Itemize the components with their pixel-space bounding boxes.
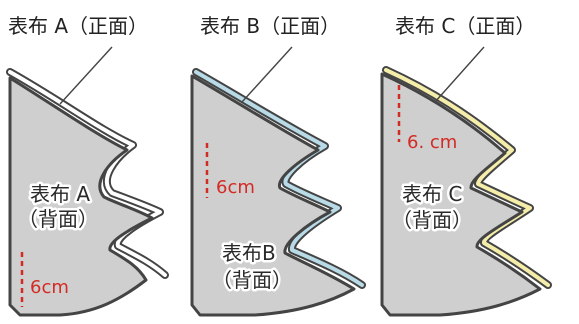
panel-c-back-label-sub: （背面） [392, 208, 472, 232]
panel-c-front-edge [384, 68, 550, 287]
panel-a-back-label-sub: （背面） [18, 207, 98, 231]
panel-b-dimension: 6cm [216, 177, 255, 198]
panel-c-back-label: 表布 C [402, 182, 462, 206]
panel-c-leader [434, 46, 485, 103]
panel-a-back [8, 76, 154, 317]
panel-b-back [190, 74, 356, 317]
panel-c-back [380, 72, 542, 317]
panel-c-title: 表布 C（正面） [395, 14, 535, 38]
panel-a-leader [59, 46, 113, 105]
panel-a-front-edge [8, 70, 167, 277]
panel-b: 6cm 表布B （背面） 表布 B（正面） [190, 14, 366, 317]
panel-b-front-edge [194, 70, 364, 287]
panel-b-title: 表布 B（正面） [200, 14, 340, 38]
panel-a-title: 表布 A（正面） [8, 14, 148, 38]
panel-c: 6. cm 表布 C （背面） 表布 C（正面） [380, 14, 552, 317]
panel-a: 6cm 表布 A （背面） 表布 A（正面） [6, 14, 169, 317]
panel-c-dimension: 6. cm [407, 132, 457, 153]
panel-b-back-label-sub: （背面） [212, 268, 292, 292]
panel-b-back-label: 表布B [222, 241, 276, 265]
panel-a-back-label: 表布 A [30, 182, 90, 206]
panel-b-leader [241, 46, 293, 103]
panel-a-dimension: 6cm [30, 277, 69, 298]
